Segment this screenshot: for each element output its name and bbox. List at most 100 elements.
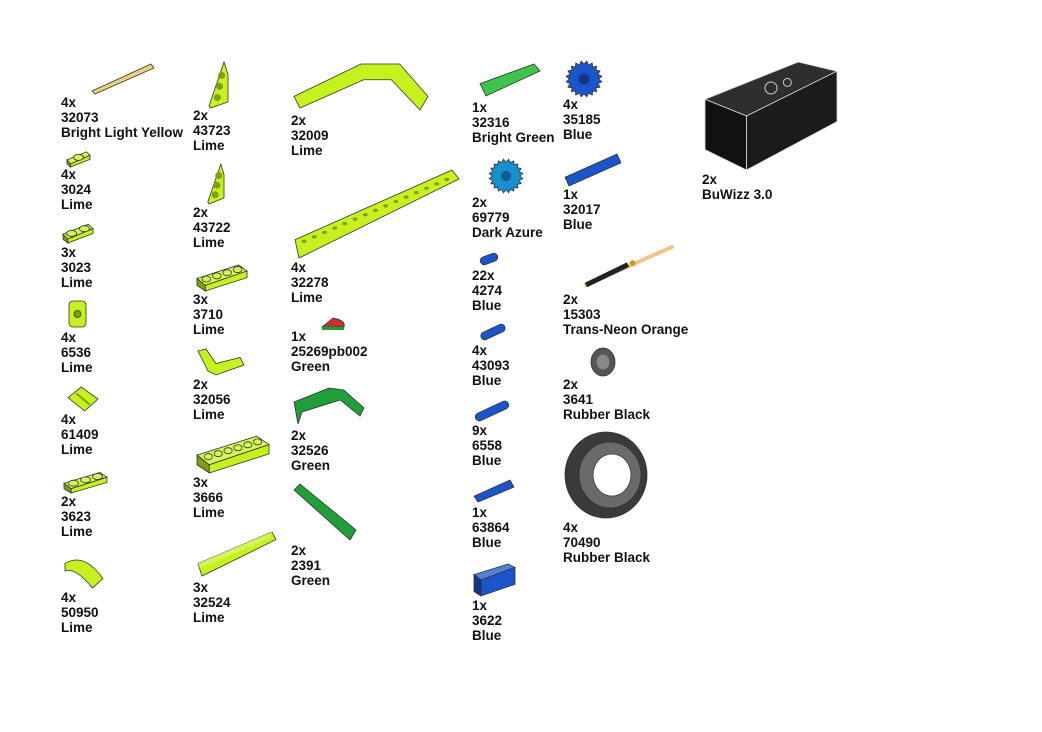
- gear-large-icon: [565, 60, 603, 98]
- axle-pin-icon: [480, 323, 506, 341]
- part-id: 32316: [472, 115, 510, 130]
- part-qty: 2x: [61, 494, 77, 509]
- part-qty: 3x: [193, 292, 209, 307]
- part-color: Bright Green: [472, 130, 555, 145]
- beam-7-icon: [197, 531, 277, 577]
- part-qty: 4x: [61, 167, 77, 182]
- shooter-icon: [584, 245, 674, 288]
- part-color: Blue: [472, 373, 502, 388]
- tire-icon: [564, 431, 648, 519]
- part-id: 3641: [563, 392, 594, 407]
- part-qty: 1x: [563, 187, 579, 202]
- part-id: 32278: [291, 275, 329, 290]
- axle-icon: [91, 63, 155, 95]
- part-color: Lime: [291, 143, 323, 158]
- part-qty: 2x: [291, 428, 307, 443]
- plate-1x1-icon: [66, 151, 91, 168]
- part-qty: 1x: [291, 329, 307, 344]
- wedge-plate-left-icon: [207, 162, 225, 205]
- part-color: Lime: [61, 360, 93, 375]
- part-color: Trans-Neon Orange: [563, 322, 689, 337]
- part-color: Green: [291, 359, 331, 374]
- part-id: 3666: [193, 490, 224, 505]
- part-color: Bright Light Yellow: [61, 125, 184, 140]
- axle-connector-icon: [68, 300, 87, 328]
- part-id: 3024: [61, 182, 92, 197]
- part-color: Rubber Black: [563, 407, 651, 422]
- quarter-tile-icon: [320, 317, 345, 330]
- pin-icon: [479, 252, 499, 266]
- part-qty: 4x: [61, 412, 77, 427]
- beam-15-icon: [294, 169, 460, 259]
- part-id: 69779: [472, 210, 510, 225]
- plate-1x3-icon: [63, 471, 108, 494]
- part-qty: 4x: [563, 97, 579, 112]
- battery-box-icon: [703, 61, 839, 171]
- part-id: 32017: [563, 202, 601, 217]
- part-id: 32009: [291, 128, 329, 143]
- part-color: Blue: [563, 127, 593, 142]
- part-qty: 4x: [61, 590, 77, 605]
- part-id: 3023: [61, 260, 92, 275]
- part-color: BuWizz 3.0: [702, 187, 773, 202]
- part-qty: 4x: [472, 343, 488, 358]
- part-id: 3622: [472, 613, 503, 628]
- part-id: 2391: [291, 558, 322, 573]
- part-id: 43723: [193, 123, 231, 138]
- part-id: 63864: [472, 520, 510, 535]
- small-tire-icon: [590, 347, 616, 377]
- part-id: 4274: [472, 283, 503, 298]
- part-qty: 1x: [472, 598, 488, 613]
- part-qty: 4x: [291, 260, 307, 275]
- plate-1x4-icon: [196, 264, 248, 292]
- part-qty: 2x: [702, 172, 718, 187]
- slope-grille-icon: [67, 386, 99, 412]
- part-qty: 4x: [61, 330, 77, 345]
- part-color: Blue: [563, 217, 593, 232]
- part-qty: 3x: [193, 475, 209, 490]
- part-id: 6558: [472, 438, 503, 453]
- part-color: Lime: [193, 407, 225, 422]
- part-color: Lime: [61, 275, 93, 290]
- plate-1x2-icon: [62, 223, 94, 244]
- part-id: 32524: [193, 595, 231, 610]
- tile-1x3-icon: [473, 479, 515, 503]
- part-id: 32526: [291, 443, 329, 458]
- part-qty: 2x: [291, 543, 307, 558]
- long-pin-icon: [474, 400, 510, 422]
- part-id: 32073: [61, 110, 99, 125]
- gear-icon: [488, 158, 524, 194]
- part-color: Blue: [472, 298, 502, 313]
- part-color: Dark Azure: [472, 225, 543, 240]
- part-color: Blue: [472, 535, 502, 550]
- part-color: Lime: [193, 138, 225, 153]
- part-qty: 1x: [472, 100, 488, 115]
- part-id: 6536: [61, 345, 92, 360]
- part-qty: 2x: [563, 292, 579, 307]
- plate-1x6-icon: [196, 435, 270, 474]
- part-id: 61409: [61, 427, 99, 442]
- part-color: Lime: [291, 290, 323, 305]
- part-qty: 2x: [193, 108, 209, 123]
